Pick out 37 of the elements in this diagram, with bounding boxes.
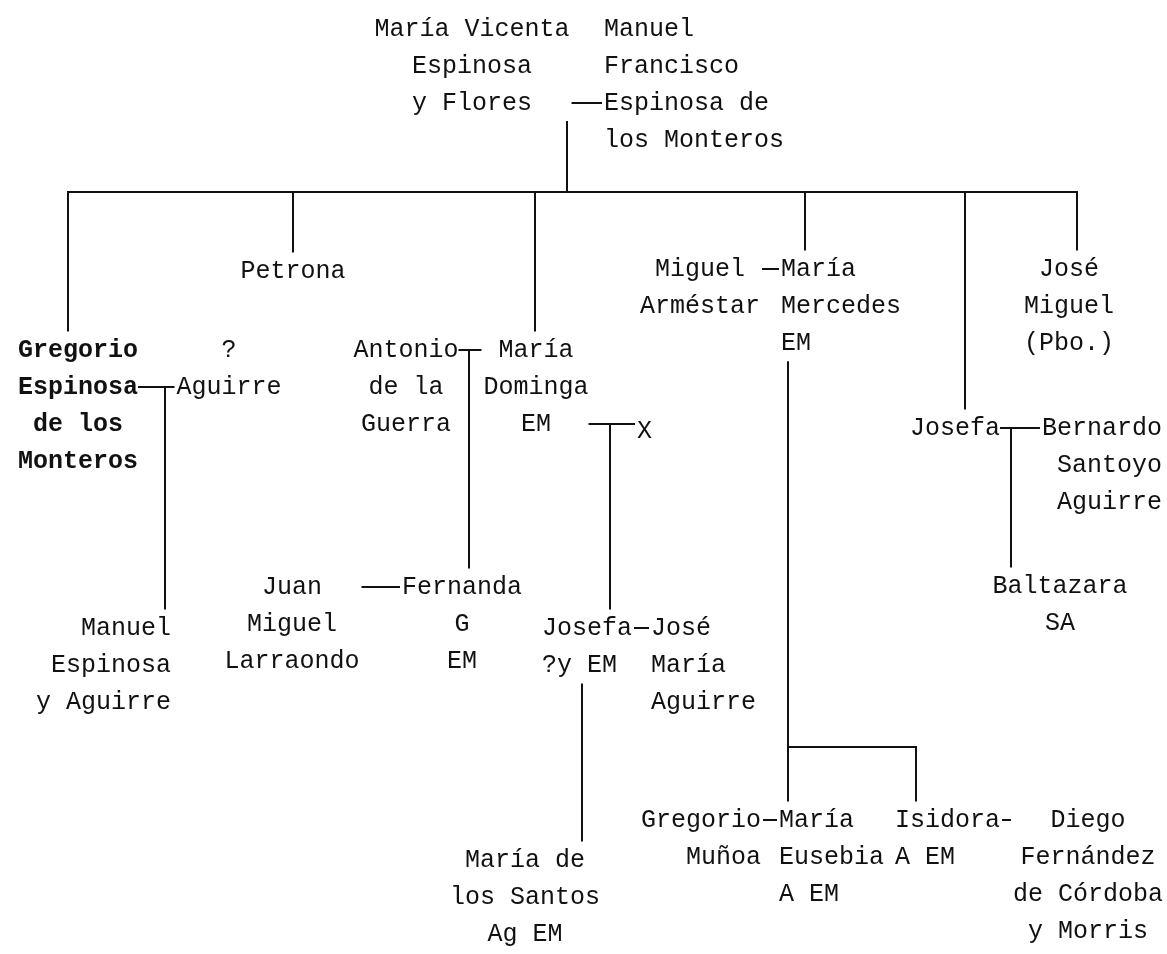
descent-line <box>581 682 583 843</box>
marriage-line <box>633 627 650 629</box>
person-name: Petrona <box>240 252 346 290</box>
person-name: Gregorio Espinosa de los Monteros <box>18 331 138 480</box>
person-name: Baltazara SA <box>992 567 1128 642</box>
person-name: Manuel Espinosa y Aguirre <box>35 609 171 721</box>
person-name: Miguel Arméstar <box>640 250 760 325</box>
person-name: Gregorio Muñoa <box>640 801 761 876</box>
descent-line <box>457 349 470 570</box>
person-name: Diego Fernández de Córdoba y Morris <box>1013 801 1163 950</box>
person-name: X <box>637 412 652 450</box>
marriage-line <box>360 586 401 588</box>
descent-line <box>587 423 611 611</box>
person-name: Bernardo Santoyo Aguirre <box>1041 409 1162 521</box>
person-name: María Eusebia A EM <box>779 801 885 913</box>
person-name: Josefa ?y EM <box>542 609 632 684</box>
person-name: Juan Miguel Larraondo <box>224 568 360 680</box>
marriage-line <box>762 819 778 821</box>
descent-line <box>137 386 166 611</box>
marriage-line <box>1001 819 1012 821</box>
person-name: ? Aguirre <box>176 331 282 406</box>
marriage-line <box>761 268 780 270</box>
descent-line <box>787 360 917 803</box>
marriage-line <box>570 102 603 104</box>
person-name: María de los Santos Ag EM <box>450 841 600 953</box>
person-name: Josefa <box>910 409 1000 447</box>
descent-line <box>566 120 1078 252</box>
person-name: María Dominga EM <box>483 331 589 443</box>
person-name: José María Aguirre <box>651 609 757 721</box>
person-name: Manuel Francisco Espinosa de los Monteros <box>604 10 785 159</box>
person-name: Isidora A EM <box>895 801 1001 876</box>
person-name: Fernanda G EM <box>402 568 522 680</box>
person-name: María Mercedes EM <box>781 250 902 362</box>
descent-line <box>999 427 1012 569</box>
person-name: María Vicenta Espinosa y Flores <box>374 10 570 122</box>
person-name: José Miguel (Pbo.) <box>1024 250 1114 362</box>
person-name: Antonio de la Guerra <box>353 331 459 443</box>
